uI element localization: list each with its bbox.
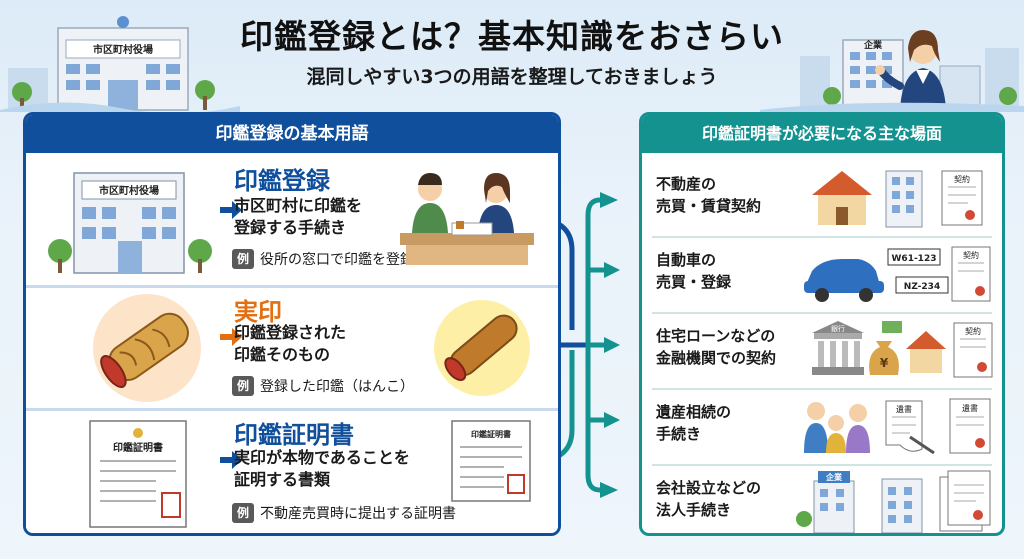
city-hall-sign: 市区町村役場 xyxy=(93,43,153,56)
money-bag-label: ¥ xyxy=(880,356,889,370)
term-registration-desc-1: 市区町村に印鑑を xyxy=(234,196,363,215)
scene-line-2: 売買・登録 xyxy=(656,273,732,291)
city-hall-building-icon: 市区町村役場 xyxy=(48,172,212,274)
contract-doc-label: 契約 xyxy=(963,250,979,260)
jitsuin-seal-icon xyxy=(93,294,201,402)
scene-line-1: 遺産相続の xyxy=(656,403,732,421)
car-plate-contract-icon: W61-123 NZ-234 契約 xyxy=(804,246,991,302)
scene-line-1: 住宅ローンなどの xyxy=(656,327,776,345)
scene-inheritance: 遺産相続の 手続き 遺書 遺書 xyxy=(642,389,1002,463)
term-jitsuin-desc-1: 印鑑登録された xyxy=(234,323,347,342)
will-doc-label-2: 遺書 xyxy=(962,403,978,413)
term-certificate-example: 例 不動産売買時に提出する証明書 xyxy=(232,503,456,523)
term-registration-example: 例 役所の窓口で印鑑を登録する xyxy=(232,249,442,269)
family-will-icon: 遺書 遺書 xyxy=(804,398,991,455)
term-registration-desc-2: 登録する手続き xyxy=(234,218,347,237)
contract-doc-label: 契約 xyxy=(954,174,970,184)
scene-separator xyxy=(652,236,992,238)
example-text: 登録した印鑑（はんこ） xyxy=(260,379,414,395)
scene-separator xyxy=(652,464,992,466)
counter-staff-illustration xyxy=(400,173,534,265)
certificate-doc-label-small: 印鑑証明書 xyxy=(471,429,511,439)
use-cases-panel: 印鑑証明書が必要になる主な場面 不動産の 売買・賃貸契約 契約 xyxy=(639,112,1005,536)
example-text: 役所の窓口で印鑑を登録する xyxy=(260,252,442,268)
scene-line-2: 手続き xyxy=(656,425,702,443)
flow-connectors xyxy=(529,192,620,498)
bank-label: 銀行 xyxy=(831,324,845,333)
scene-housing-loan-text: 住宅ローンなどの 金融機関での契約 xyxy=(656,325,776,369)
term-registration: 印鑑登録 xyxy=(234,167,330,195)
example-badge: 例 xyxy=(232,376,254,396)
scene-company-setup: 会社設立などの 法人手続き 企業 xyxy=(642,465,1002,533)
basic-terms-panel: 印鑑登録の基本用語 市区町村役場 印鑑登録 市区町 xyxy=(23,112,561,536)
scene-car: 自動車の 売買・登録 W61-123 NZ-234 契約 xyxy=(642,237,1002,311)
certificate-document-icon: 印鑑証明書 xyxy=(89,420,187,528)
term-certificate-desc-2: 証明する書類 xyxy=(234,470,331,489)
example-text: 不動産売買時に提出する証明書 xyxy=(260,506,456,522)
scene-inheritance-text: 遺産相続の 手続き xyxy=(656,401,731,445)
example-badge: 例 xyxy=(232,503,254,523)
hanko-stamp-icon xyxy=(434,300,530,396)
scene-line-2: 金融機関での契約 xyxy=(656,349,777,367)
arrow-right-icon xyxy=(220,201,242,219)
bank-money-house-icon: 銀行 ¥ 契約 xyxy=(812,321,993,378)
scene-line-1: 自動車の xyxy=(656,251,717,269)
scene-car-text: 自動車の 売買・登録 xyxy=(656,249,731,293)
row-separator xyxy=(26,285,558,288)
page-subtitle: 混同しやすい3つの用語を整理しておきましょう xyxy=(306,66,718,88)
city-hall-label: 市区町村役場 xyxy=(99,184,159,197)
term-jitsuin: 実印 xyxy=(234,298,282,326)
use-cases-heading: 印鑑証明書が必要になる主な場面 xyxy=(642,115,1002,153)
page-title: 印鑑登録とは？基本知識をおさらい xyxy=(240,17,784,56)
scene-separator xyxy=(652,388,992,390)
basic-terms-heading: 印鑑登録の基本用語 xyxy=(26,115,558,153)
arrow-right-icon xyxy=(220,451,242,469)
term-row-jitsuin: 実印 印鑑登録された 印鑑そのもの 例 登録した印鑑（はんこ） xyxy=(26,288,558,408)
example-badge: 例 xyxy=(232,249,254,269)
term-row-registration: 市区町村役場 印鑑登録 市区町村に印鑑を 登録する手続き 例 役所の窓口で印鑑を… xyxy=(26,153,558,285)
term-certificate: 印鑑証明書 xyxy=(234,421,354,449)
arrow-right-icon xyxy=(220,328,242,346)
scene-housing-loan: 住宅ローンなどの 金融機関での契約 銀行 ¥ 契約 xyxy=(642,313,1002,387)
company-sign: 企業 xyxy=(863,39,883,51)
scene-line-1: 不動産の xyxy=(656,175,717,193)
will-doc-label-1: 遺書 xyxy=(896,404,912,414)
term-jitsuin-desc-2: 印鑑そのもの xyxy=(234,345,331,364)
certificate-small-icon: 印鑑証明書 xyxy=(451,420,531,502)
company-illustration xyxy=(760,30,1024,112)
company-buildings-docs-icon: 企業 xyxy=(796,470,991,533)
company-label: 企業 xyxy=(825,472,843,482)
scene-real-estate-text: 不動産の 売買・賃貸契約 xyxy=(656,173,761,217)
term-certificate-desc-1: 実印が本物であることを xyxy=(234,448,410,467)
scene-line-2: 売買・賃貸契約 xyxy=(656,197,762,215)
city-hall-illustration xyxy=(0,16,240,114)
certificate-doc-label: 印鑑証明書 xyxy=(113,441,163,454)
scene-separator xyxy=(652,312,992,314)
scene-company-setup-text: 会社設立などの 法人手続き xyxy=(656,477,761,521)
contract-doc-label: 契約 xyxy=(965,326,981,336)
house-building-contract-icon: 契約 xyxy=(812,170,983,228)
plate-2: NZ-234 xyxy=(904,282,940,292)
term-row-certificate: 印鑑証明書 印鑑証明書 実印が本物であることを 証明する書類 例 不動産売買時に… xyxy=(26,411,558,533)
row-separator xyxy=(26,408,558,411)
plate-1: W61-123 xyxy=(892,254,937,264)
term-jitsuin-example: 例 登録した印鑑（はんこ） xyxy=(232,376,414,396)
scene-line-2: 法人手続き xyxy=(656,501,732,519)
scene-real-estate: 不動産の 売買・賃貸契約 契約 xyxy=(642,161,1002,235)
scene-line-1: 会社設立などの xyxy=(656,479,762,497)
